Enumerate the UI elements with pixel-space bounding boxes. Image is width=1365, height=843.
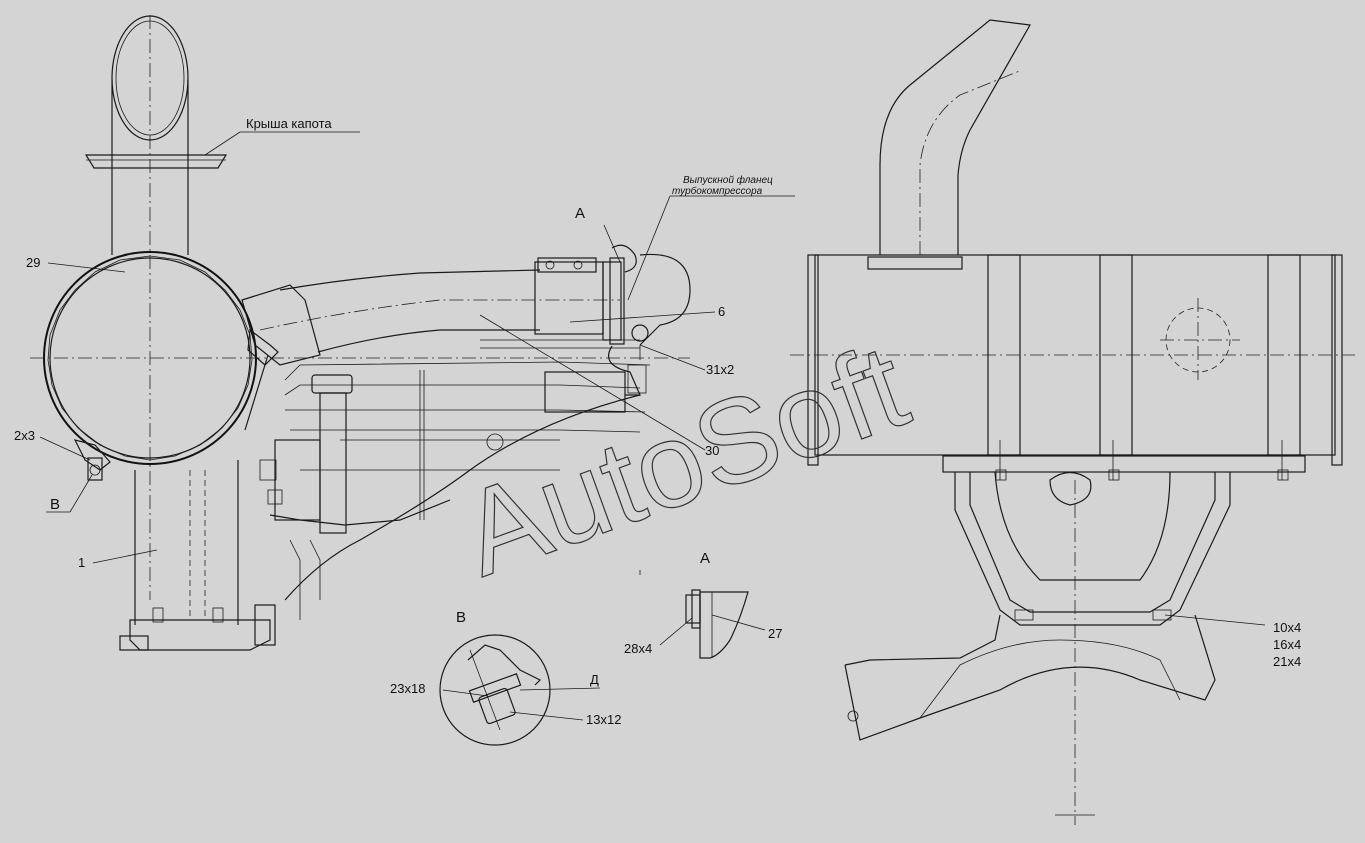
label-part-31x2: 31х2 (706, 362, 734, 377)
label-flange-line2: турбокомпрессора (672, 185, 763, 197)
detail-a (685, 589, 749, 659)
watermark: AutoSoft (445, 318, 923, 601)
engine-block (259, 339, 651, 620)
label-flange-line1: Выпускной фланец (683, 174, 773, 186)
label-part-21x4: 21х4 (1273, 654, 1301, 669)
leader-lines (39, 131, 1266, 721)
detail-b (439, 634, 551, 746)
label-part-23x18: 23х18 (390, 681, 425, 696)
view-marker-a: А (575, 205, 585, 222)
right-view (790, 19, 1355, 825)
label-part-6: 6 (718, 304, 725, 319)
label-part-16x4: 16х4 (1273, 637, 1301, 652)
detail-title-a: А (700, 550, 710, 567)
label-part-d: Д (590, 672, 599, 687)
detail-title-b: В (456, 609, 466, 626)
label-hood-roof: Крыша капота (246, 116, 332, 131)
label-part-29: 29 (26, 255, 40, 270)
label-part-27: 27 (768, 626, 782, 641)
exhaust-header (241, 244, 691, 396)
view-marker-b: В (50, 496, 60, 513)
label-part-28x4: 28х4 (624, 641, 652, 656)
label-part-30: 30 (705, 443, 719, 458)
left-view (30, 15, 690, 651)
label-part-2x3: 2х3 (14, 428, 35, 443)
label-part-13x12: 13х12 (586, 712, 621, 727)
label-part-1: 1 (78, 555, 85, 570)
label-part-10x4: 10х4 (1273, 620, 1301, 635)
